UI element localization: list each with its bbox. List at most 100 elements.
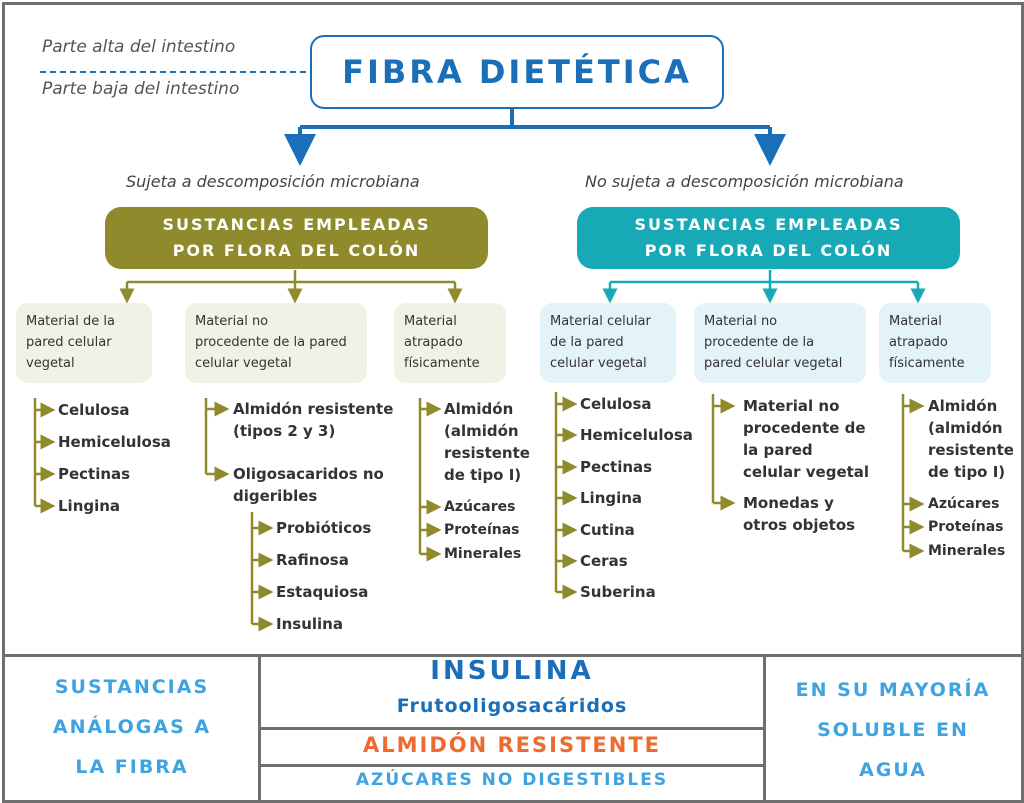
list-item: Pectinas: [58, 465, 131, 483]
list-item-line: (almidón: [444, 422, 519, 440]
list-item: Proteínas: [928, 519, 1004, 535]
main-branch-lines: [284, 107, 786, 166]
left-branch-lines: [33, 270, 463, 632]
list-item: Lingina: [580, 489, 643, 507]
list-item-line: otros objetos: [743, 516, 856, 534]
left-header-box: SUSTANCIAS EMPLEADAS POR FLORA DEL COLÓN: [105, 207, 488, 269]
bottom-col-divider-right: [763, 656, 766, 800]
list-item: Hemicelulosa: [580, 426, 693, 444]
list-item: Proteínas: [444, 522, 520, 538]
bottom-row-divider-1: [260, 727, 764, 730]
list-item: Lingina: [58, 497, 121, 515]
cat-label-line: atrapado: [404, 335, 463, 350]
left-category-3: Material atrapado físicamente: [394, 303, 506, 383]
list-item-line: de tipo I): [444, 466, 522, 484]
bottom-center-mid: ALMIDÓN RESISTENTE: [362, 733, 661, 757]
list-item: Almidón (almidón resistente de tipo I): [444, 398, 530, 486]
list-item-line: resistente: [444, 444, 530, 462]
list-item-line: Almidón: [444, 400, 514, 418]
list-item: Hemicelulosa: [58, 433, 171, 451]
list-item: Celulosa: [580, 395, 652, 413]
list-item: Oligosacaridos no digeribles: [233, 463, 384, 507]
bottom-right-line: EN SU MAYORÍA: [795, 679, 991, 701]
cat-label-line: físicamente: [404, 356, 480, 371]
bottom-divider: [2, 654, 1024, 657]
right-header-box: SUSTANCIAS EMPLEADAS POR FLORA DEL COLÓN: [577, 207, 960, 269]
bottom-left-label: SUSTANCIAS ANÁLOGAS A LA FIBRA: [8, 667, 256, 787]
cat-label-line: vegetal: [26, 356, 75, 371]
list-item-line: de tipo I): [928, 463, 1006, 481]
left-category-2: Material no procedente de la pared celul…: [185, 303, 367, 383]
bottom-col-divider-left: [258, 656, 261, 800]
list-item-line: Almidón resistente: [233, 400, 394, 418]
list-item: Almidón resistente (tipos 2 y 3): [233, 398, 393, 442]
sub-list-item: Probióticos: [276, 519, 372, 537]
cat-label-line: Material: [404, 314, 457, 329]
list-item-line: Material no: [743, 397, 840, 415]
sub-list-item: Estaquiosa: [276, 583, 369, 601]
cat-label-line: pared celular vegetal: [704, 356, 843, 371]
list-item-line: Oligosacaridos no: [233, 465, 384, 483]
bottom-left-line: ANÁLOGAS A: [52, 716, 212, 738]
list-item-line: (almidón: [928, 419, 1003, 437]
cat-label-line: Material de la: [26, 314, 115, 329]
list-item: Material no procedente de la pared celul…: [743, 395, 869, 483]
right-branch-label: No sujeta a descomposición microbiana: [585, 172, 904, 191]
cat-label-line: Material no: [704, 314, 778, 329]
left-header-line2: POR FLORA DEL COLÓN: [172, 241, 421, 260]
cat-label-line: pared celular: [26, 335, 112, 350]
cat-label-line: celular vegetal: [550, 356, 647, 371]
list-item-line: celular vegetal: [743, 463, 870, 481]
legend-upper: Parte alta del intestino: [42, 37, 236, 57]
right-teal-lines: [602, 270, 926, 304]
bottom-row-divider-2: [260, 764, 764, 767]
list-item-line: digeribles: [233, 487, 318, 505]
right-header-line2: POR FLORA DEL COLÓN: [644, 241, 893, 260]
bottom-right-line: SOLUBLE EN: [817, 719, 969, 741]
left-header-line1: SUSTANCIAS EMPLEADAS: [162, 215, 431, 234]
list-item: Azúcares: [444, 499, 516, 515]
sub-list-item: Rafinosa: [276, 551, 349, 569]
list-item: Celulosa: [58, 401, 130, 419]
list-item-line: Almidón: [928, 397, 998, 415]
cat-label-line: celular vegetal: [195, 356, 292, 371]
list-item-line: la pared: [743, 441, 813, 459]
list-item-line: (tipos 2 y 3): [233, 422, 336, 440]
bottom-right-line: AGUA: [859, 759, 927, 781]
bottom-right-label: EN SU MAYORÍA SOLUBLE EN AGUA: [768, 670, 1018, 790]
cat-label-line: físicamente: [889, 356, 965, 371]
right-category-3: Material atrapado físicamente: [879, 303, 991, 383]
bottom-center-title: INSULINA: [430, 656, 594, 686]
left-category-1: Material de la pared celular vegetal: [16, 303, 152, 383]
bottom-left-line: LA FIBRA: [75, 756, 189, 778]
list-item: Monedas y otros objetos: [743, 492, 855, 536]
list-item: Suberina: [580, 583, 656, 601]
bottom-center-subtitle: Frutooligosacáridos: [396, 695, 628, 717]
legend-lower: Parte baja del intestino: [42, 79, 240, 99]
list-item: Almidón (almidón resistente de tipo I): [928, 395, 1014, 483]
list-item-line: resistente: [928, 441, 1014, 459]
list-item: Minerales: [928, 543, 1006, 559]
cat-label-line: Material celular: [550, 314, 651, 329]
right-category-1: Material celular de la pared celular veg…: [540, 303, 676, 383]
right-header-line1: SUSTANCIAS EMPLEADAS: [634, 215, 903, 234]
bottom-left-line: SUSTANCIAS: [54, 676, 210, 698]
list-item-line: procedente de: [743, 419, 866, 437]
list-item: Minerales: [444, 546, 522, 562]
list-item-line: Monedas y: [743, 494, 834, 512]
list-item: Pectinas: [580, 458, 653, 476]
cat-label-line: procedente de la pared: [195, 335, 347, 350]
cat-label-line: atrapado: [889, 335, 948, 350]
page-title: FIBRA DIETÉTICA: [310, 35, 724, 109]
sub-list-item: Insulina: [276, 615, 343, 633]
cat-label-line: procedente de la: [704, 335, 815, 350]
right-category-2: Material no procedente de la pared celul…: [694, 303, 866, 383]
list-item: Azúcares: [928, 496, 1000, 512]
list-item: Ceras: [580, 552, 628, 570]
left-branch-label: Sujeta a descomposición microbiana: [126, 172, 420, 191]
list-item: Cutina: [580, 521, 635, 539]
right-item-lines: [554, 392, 925, 600]
cat-label-line: de la pared: [550, 335, 624, 350]
